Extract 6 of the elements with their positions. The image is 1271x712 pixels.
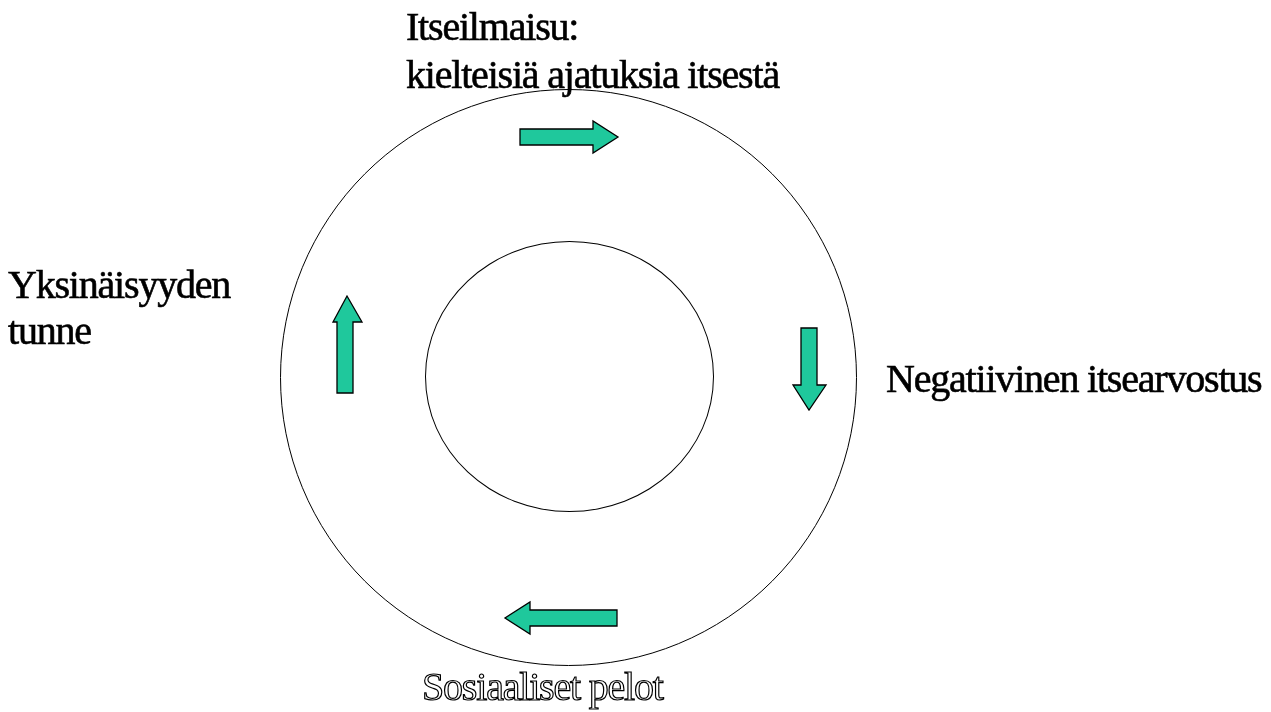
cycle-label: Yksinäisyyden tunne — [8, 262, 232, 354]
inner-circle — [425, 241, 714, 512]
cycle-label: Sosiaaliset pelot — [422, 664, 663, 710]
cycle-label: kielteisiä ajatuksia itsestä — [406, 52, 779, 98]
cycle-label: Itseilmaisu: — [406, 4, 579, 50]
cycle-label: Negatiivinen itsearvostus — [886, 356, 1262, 402]
